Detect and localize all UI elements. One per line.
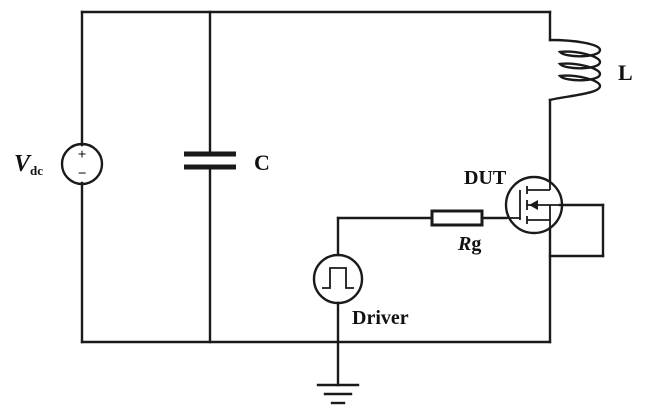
capacitor-label: C xyxy=(254,150,270,175)
mosfet-circle xyxy=(504,175,564,235)
gate-resistor: Rg xyxy=(430,209,484,255)
inductor: L xyxy=(548,38,633,102)
ground-icon xyxy=(316,383,360,405)
vsource-circle xyxy=(60,142,104,186)
resistor-label: Rg xyxy=(457,233,481,255)
vsource-label-main: V xyxy=(14,151,32,177)
inductor-coil xyxy=(548,38,602,102)
wiring xyxy=(80,10,605,387)
dut-mosfet: DUT xyxy=(464,167,564,235)
capacitor: C xyxy=(184,150,270,175)
vsource-label-sub: dc xyxy=(30,163,43,178)
resistor-label-sub: g xyxy=(471,233,481,255)
inductor-label: L xyxy=(618,60,633,85)
vsource-label: Vdc xyxy=(14,151,43,178)
driver-source: Driver xyxy=(312,253,409,329)
vsource-minus-sign: − xyxy=(78,166,87,182)
dc-voltage-source: + − Vdc xyxy=(14,142,104,186)
mosfet-arrow xyxy=(529,200,538,210)
resistor-label-main: R xyxy=(457,233,471,255)
driver-circle xyxy=(312,253,364,305)
resistor-body xyxy=(430,209,484,227)
vsource-plus-sign: + xyxy=(78,147,87,163)
dut-label: DUT xyxy=(464,167,507,189)
square-wave-icon xyxy=(322,267,354,289)
driver-label: Driver xyxy=(352,307,409,329)
